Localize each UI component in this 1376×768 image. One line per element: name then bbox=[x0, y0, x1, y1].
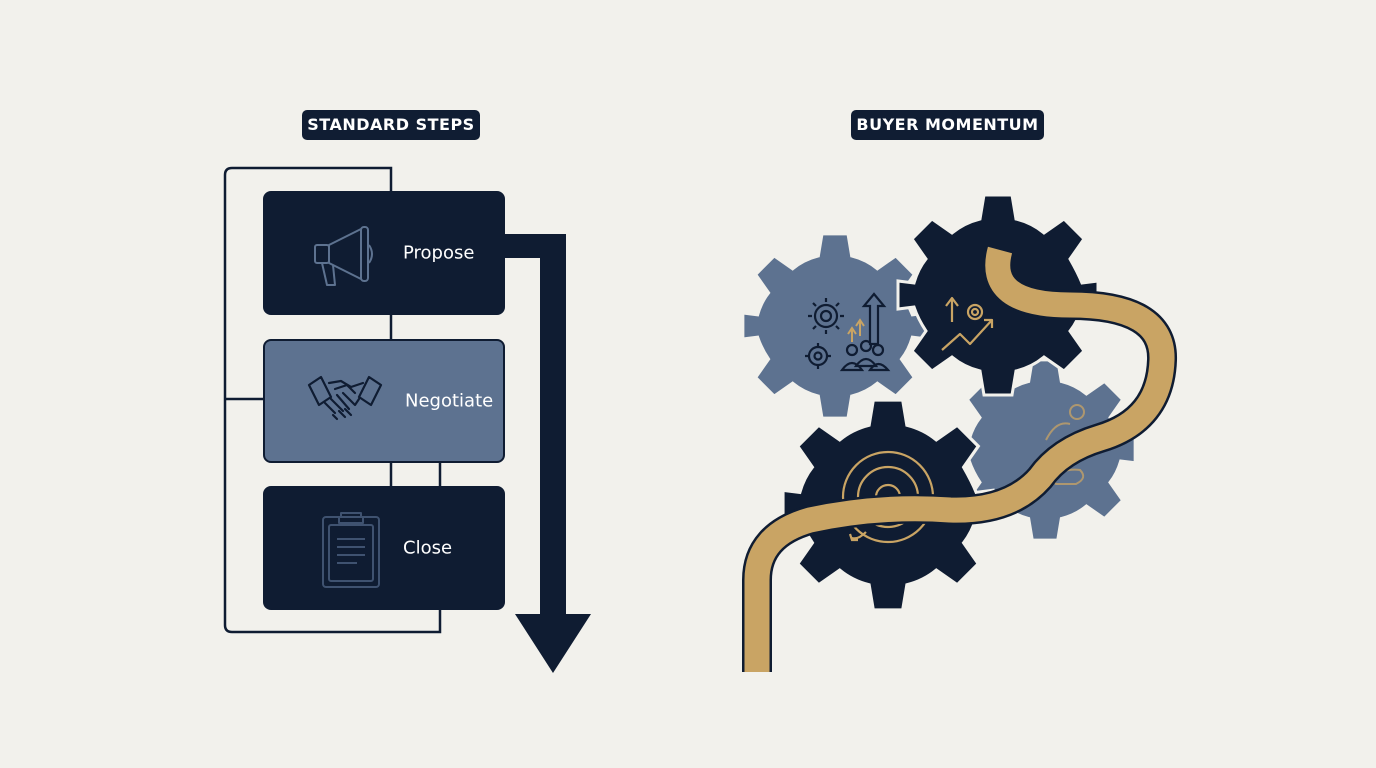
megaphone-icon bbox=[314, 226, 373, 286]
step-label-close: Close bbox=[403, 537, 453, 559]
gear-top-left bbox=[741, 232, 929, 420]
step-label-propose: Propose bbox=[403, 242, 475, 264]
step-propose: Propose bbox=[263, 191, 505, 315]
handshake-icon bbox=[307, 375, 383, 421]
buyer-momentum-badge: BUYER MOMENTUM bbox=[851, 110, 1044, 140]
growth-chart-icon bbox=[941, 296, 994, 351]
standard-steps-badge: STANDARD STEPS bbox=[302, 110, 480, 140]
clipboard-icon bbox=[322, 512, 380, 588]
step-label-negotiate: Negotiate bbox=[405, 390, 494, 412]
down-arrow bbox=[505, 234, 591, 673]
arrows-up-icon bbox=[847, 318, 865, 342]
gears-people-arrow-icon bbox=[805, 292, 891, 372]
momentum-path-fill bbox=[744, 246, 1175, 672]
step-negotiate: Negotiate bbox=[263, 339, 505, 463]
step-close: Close bbox=[263, 486, 505, 610]
